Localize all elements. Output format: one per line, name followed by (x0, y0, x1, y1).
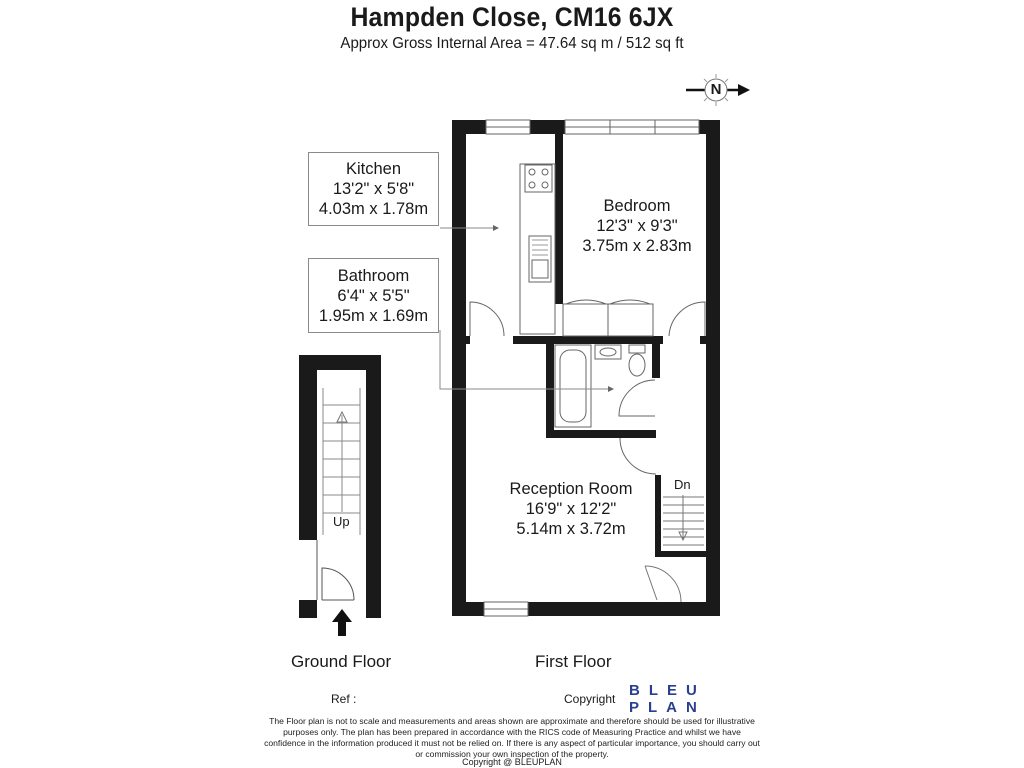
reception-metric: 5.14m x 3.72m (516, 520, 626, 538)
disclaimer-text: The Floor plan is not to scale and measu… (264, 716, 760, 759)
bedroom-name: Bedroom (603, 197, 671, 215)
bathroom-callout: Bathroom 6'4" x 5'5" 1.95m x 1.69m (308, 258, 439, 333)
callout-leaders (439, 225, 614, 392)
first-floor-label: First Floor (535, 652, 612, 671)
bathroom-metric: 1.95m x 1.69m (318, 307, 429, 325)
brand-logo: BLEU PLAN (629, 682, 706, 716)
ground-floor-stair (299, 355, 381, 636)
copyright-label: Copyright (564, 692, 616, 706)
kitchen-callout: Kitchen 13'2" x 5'8" 4.03m x 1.78m (308, 152, 439, 226)
ground-floor-label: Ground Floor (291, 652, 392, 671)
stair-down-label: Dn (674, 477, 691, 492)
compass-label: N (710, 81, 722, 98)
bedroom-metric: 3.75m x 2.83m (582, 237, 692, 255)
stair-up-label: Up (333, 514, 350, 529)
page-title: Hampden Close, CM16 6JX (350, 2, 674, 32)
reception-name: Reception Room (509, 480, 633, 498)
kitchen-name: Kitchen (345, 160, 402, 178)
bedroom-label: Bedroom 12'3" x 9'3" 3.75m x 2.83m (570, 196, 704, 256)
copyright-line: Copyright @ BLEUPLAN (462, 757, 562, 767)
kitchen-imperial: 13'2" x 5'8" (332, 180, 415, 198)
brand-line-1: BLEU (629, 682, 706, 699)
bedroom-fittings (562, 299, 706, 337)
brand-line-2: PLAN (629, 699, 706, 716)
kitchen-fittings (469, 163, 556, 337)
kitchen-metric: 4.03m x 1.78m (318, 200, 429, 218)
reception-imperial: 16'9" x 12'2" (525, 500, 617, 518)
first-floor-stair (644, 495, 704, 603)
bathroom-fittings (554, 344, 657, 475)
north-arrow-icon (686, 74, 750, 106)
reception-label: Reception Room 16'9" x 12'2" 5.14m x 3.7… (496, 479, 646, 539)
bedroom-imperial: 12'3" x 9'3" (596, 217, 678, 235)
bathroom-name: Bathroom (337, 267, 410, 285)
entrance-arrow-icon (332, 609, 352, 636)
ref-label: Ref : (331, 692, 357, 706)
interior-walls (466, 134, 706, 557)
area-subtitle: Approx Gross Internal Area = 47.64 sq m … (340, 35, 684, 52)
bathroom-imperial: 6'4" x 5'5" (337, 287, 410, 305)
